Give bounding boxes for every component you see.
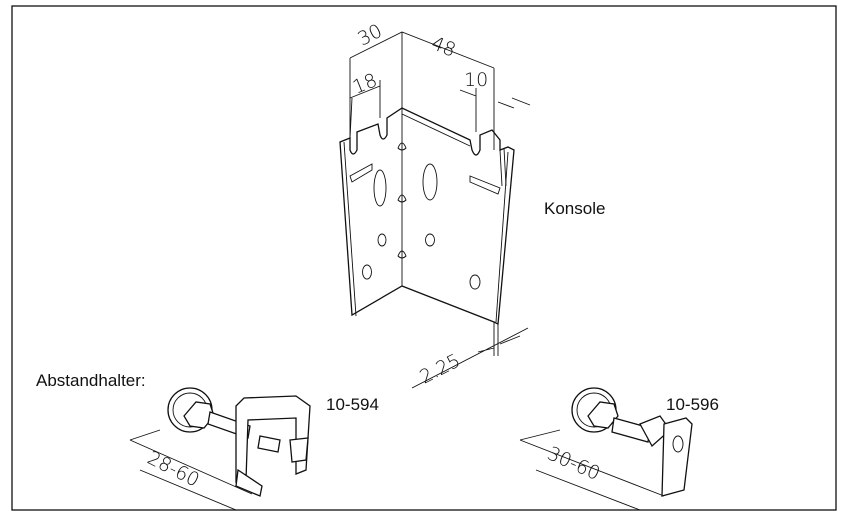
drawing-frame: [11, 5, 837, 511]
konsole-bracket: [339, 107, 515, 326]
dimension-lines: [349, 31, 531, 389]
label-10-596: 10-596: [666, 395, 719, 414]
spacer-10-594: [129, 387, 311, 511]
label-abstandhalter: Abstandhalter:: [36, 371, 146, 390]
dim-30-60: 30-60: [544, 442, 603, 485]
dim-30: 30: [354, 20, 386, 51]
dim-28-60: 28-60: [144, 447, 203, 492]
label-10-594: 10-594: [326, 395, 379, 414]
dim-18: 18: [350, 69, 381, 98]
spacer-10-596: [519, 387, 693, 511]
dim-2-25: 2.25: [416, 350, 464, 389]
label-konsole: Konsole: [544, 199, 605, 218]
dim-10: 10: [464, 69, 488, 91]
dim-48: 48: [428, 32, 459, 61]
